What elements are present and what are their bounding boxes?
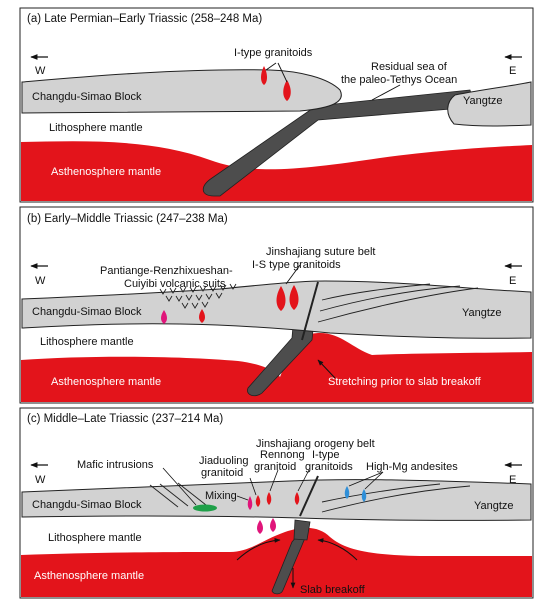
andesite-c2 — [361, 489, 367, 502]
west-label-c: W — [35, 474, 46, 486]
itype-pointer-c — [297, 469, 310, 492]
mafic-pointer-c — [162, 467, 197, 506]
west-label-b: W — [35, 275, 46, 287]
residual-sea-label-line1: Residual sea of — [371, 61, 448, 73]
granitoid-c3 — [255, 495, 261, 507]
stretching-pointer-b — [317, 359, 336, 379]
panel-c-title: (c) Middle–Late Triassic (237–214 Ma) — [27, 413, 223, 425]
granitoid-c2 — [294, 492, 300, 505]
crust-band-b — [21, 280, 532, 339]
high-mg-andesites-label-c: High-Mg andesites — [366, 461, 458, 473]
jiaduoling-pointer-c — [249, 477, 257, 496]
yangtze-label-a: Yangtze — [463, 95, 503, 107]
suture-line-b — [301, 281, 319, 341]
itype-label-line2: granitoids — [305, 461, 353, 473]
granitoid-b3 — [199, 309, 205, 323]
east-label-b: E — [509, 275, 516, 287]
highmg-pointer-c2 — [364, 471, 384, 490]
asthenosphere-label-a: Asthenosphere mantle — [51, 166, 161, 178]
changdu-simao-label-c: Changdu-Simao Block — [32, 499, 142, 511]
granitoid-pointer-a1 — [265, 62, 277, 71]
asthenosphere-label-b: Asthenosphere mantle — [51, 376, 161, 388]
lithosphere-label-b: Lithosphere mantle — [40, 336, 134, 348]
east-label-c: E — [509, 474, 516, 486]
subducting-slab-a — [202, 89, 476, 197]
yangtze-block-a — [447, 81, 532, 127]
mixing-blob-c3 — [270, 518, 276, 532]
volcanic-suite-marks-b — [159, 283, 237, 309]
granitoid-a1 — [261, 66, 267, 85]
rennong-label-line2: granitoid — [254, 461, 296, 473]
orogeny-belt-label-c: Jinshajiang orogeny belt — [256, 438, 375, 450]
asthenosphere-label-c: Asthenosphere mantle — [34, 570, 144, 582]
yangtze-label-c: Yangtze — [474, 500, 514, 512]
panel-b-title: (b) Early–Middle Triassic (247–238 Ma) — [27, 213, 228, 225]
volcanic-marker-b — [161, 310, 167, 324]
panel-b: (b) Early–Middle Triassic (247–238 Ma) W… — [19, 206, 534, 404]
crust-band-c — [21, 479, 532, 521]
residual-sea-label-line2: the paleo-Tethys Ocean — [341, 74, 457, 86]
mafic-intrusion-c — [193, 504, 217, 512]
mixing-blob-c1 — [247, 496, 253, 510]
stretching-label-b: Stretching prior to slab breakoff — [328, 376, 482, 388]
panel-c: (c) Middle–Late Triassic (237–214 Ma) W … — [19, 407, 534, 599]
west-label-a: W — [35, 65, 46, 77]
panel-a-title: (a) Late Permian–Early Triassic (258–248… — [27, 13, 262, 25]
volcanic-suits-label-line2: Cuiyibi volcanic suits — [124, 278, 226, 290]
thrust-faults-b — [317, 283, 479, 323]
mixing-label-c: Mixing — [205, 490, 237, 502]
changdu-simao-label-b: Changdu-Simao Block — [32, 306, 142, 318]
highmg-pointer-c1 — [348, 471, 384, 487]
granitoid-b2 — [289, 285, 299, 310]
asthenosphere-b — [21, 332, 532, 402]
granitoid-a2 — [283, 80, 291, 101]
volcanic-suits-label-line1: Pantiange-Renzhixueshan- — [100, 265, 233, 277]
is-granitoids-label-b: I-S type granitoids — [252, 259, 341, 271]
granitoid-pointer-a2 — [277, 62, 288, 83]
jiaduoling-label-line1: Jiaduoling — [199, 455, 249, 467]
changdu-simao-label-a: Changdu-Simao Block — [32, 91, 142, 103]
east-label-a: E — [509, 65, 516, 77]
faults-c — [149, 482, 471, 513]
mixing-blob-c2 — [257, 520, 263, 534]
flow-arrows-c — [236, 537, 358, 589]
itype-label-line1: I-type — [312, 449, 340, 461]
mafic-intrusions-label-c: Mafic intrusions — [77, 459, 154, 471]
rennong-label-line1: Rennong — [260, 449, 305, 461]
suture-belt-label-b: Jinshajiang suture belt — [266, 246, 375, 258]
yangtze-label-b: Yangtze — [462, 307, 502, 319]
suture-line-c — [299, 475, 319, 517]
itype-granitoids-label-a: I-type granitoids — [234, 47, 313, 59]
lithosphere-label-c: Lithosphere mantle — [48, 532, 142, 544]
andesite-c1 — [344, 486, 350, 499]
slab-root-c — [293, 519, 311, 541]
granitoid-b1 — [276, 286, 286, 311]
panel-a: (a) Late Permian–Early Triassic (258–248… — [19, 7, 534, 203]
jiaduoling-label-line2: granitoid — [201, 467, 243, 479]
broken-slab-c — [271, 535, 306, 595]
granitoid-c1 — [266, 492, 272, 505]
rennong-pointer-c — [269, 469, 279, 492]
sea-pointer-a — [371, 84, 401, 101]
asthenosphere-c — [21, 527, 532, 597]
slab-breakoff-label-c: Slab breakoff — [300, 584, 366, 596]
lithosphere-label-a: Lithosphere mantle — [49, 122, 143, 134]
asthenosphere-a — [21, 141, 532, 201]
is-granitoids-pointer-b — [285, 264, 301, 285]
mixing-pointer-c — [236, 495, 249, 501]
